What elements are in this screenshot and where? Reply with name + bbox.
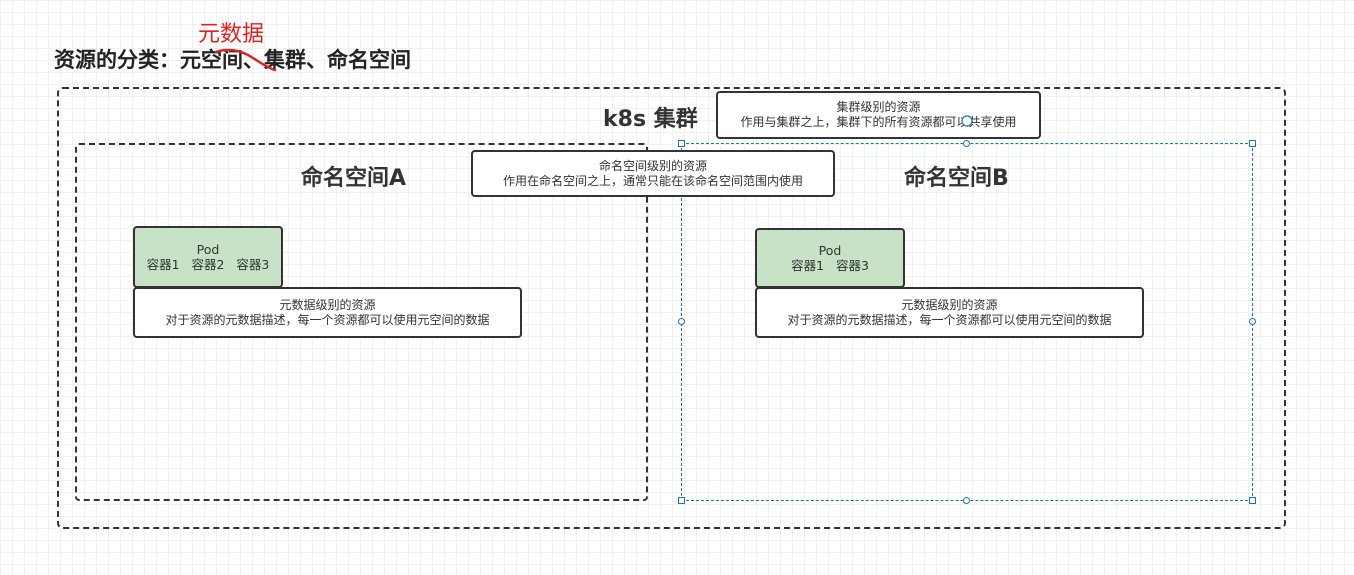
title-prefix: 资源的分类：	[54, 48, 180, 72]
cluster-heading: k8s 集群	[603, 107, 698, 132]
cluster-frame[interactable]	[57, 87, 1286, 529]
pod-a-box[interactable]: Pod 容器1 容器2 容器3	[133, 226, 283, 288]
resize-handle-right[interactable]	[1249, 318, 1256, 325]
pod-a-title: Pod	[196, 242, 220, 257]
resize-handle-top-right[interactable]	[1249, 140, 1256, 147]
meta-a-line1: 元数据级别的资源	[279, 297, 376, 312]
pod-a-containers: 容器1 容器2 容器3	[146, 257, 270, 272]
rotate-handle-icon[interactable]	[960, 114, 974, 128]
resize-handle-bottom-right[interactable]	[1249, 497, 1256, 504]
pod-b-box[interactable]: Pod 容器1 容器3	[755, 228, 905, 288]
cluster-note-box[interactable]: 集群级别的资源 作用与集群之上，集群下的所有资源都可以共享使用	[716, 91, 1041, 139]
page-title: 资源的分类：元空间、集群、命名空间	[54, 44, 411, 74]
meta-b-box[interactable]: 元数据级别的资源 对于资源的元数据描述，每一个资源都可以使用元空间的数据	[755, 287, 1144, 338]
meta-a-line2: 对于资源的元数据描述，每一个资源都可以使用元空间的数据	[165, 312, 490, 327]
strike-through-mark[interactable]	[213, 46, 283, 76]
resize-handle-left[interactable]	[678, 318, 685, 325]
pod-b-containers: 容器1 容器3	[791, 258, 869, 273]
cluster-note-line2: 作用与集群之上，集群下的所有资源都可以共享使用	[740, 115, 1017, 129]
namespace-a-frame[interactable]	[75, 143, 648, 501]
resize-handle-top-left[interactable]	[678, 140, 685, 147]
namespace-note-line2: 作用在命名空间之上，通常只能在该命名空间范围内使用	[502, 173, 803, 188]
title-struck-word: 元空间	[180, 48, 243, 72]
namespace-a-heading: 命名空间A	[301, 166, 407, 191]
meta-b-line2: 对于资源的元数据描述，每一个资源都可以使用元空间的数据	[787, 312, 1112, 327]
resize-handle-bottom-left[interactable]	[678, 497, 685, 504]
namespace-note-line1: 命名空间级别的资源	[598, 158, 707, 173]
pod-b-title: Pod	[818, 243, 842, 258]
cluster-note-line1: 集群级别的资源	[836, 100, 921, 114]
annotation-text[interactable]: 元数据	[198, 22, 265, 47]
namespace-note-box[interactable]: 命名空间级别的资源 作用在命名空间之上，通常只能在该命名空间范围内使用	[471, 150, 835, 197]
meta-a-box[interactable]: 元数据级别的资源 对于资源的元数据描述，每一个资源都可以使用元空间的数据	[133, 287, 522, 338]
resize-handle-bottom[interactable]	[963, 497, 970, 504]
namespace-b-heading: 命名空间B	[904, 166, 1009, 191]
meta-b-line1: 元数据级别的资源	[901, 297, 998, 312]
resize-handle-top[interactable]	[963, 140, 970, 147]
